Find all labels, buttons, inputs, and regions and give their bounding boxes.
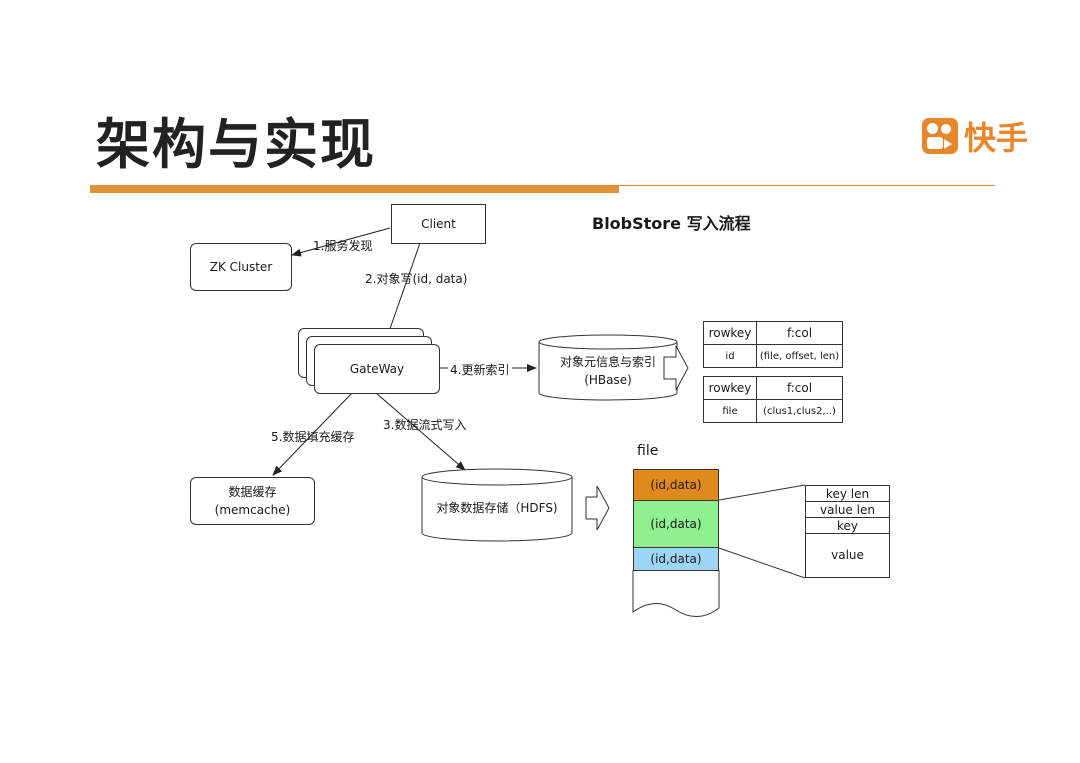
edge-label-stream: 3.数据流式写入 xyxy=(383,418,467,432)
record-key: key xyxy=(805,517,890,534)
table-header-cell: rowkey xyxy=(703,321,757,345)
table-cell: id xyxy=(703,344,757,368)
edge-write xyxy=(384,242,421,344)
title-underline-thin xyxy=(619,185,995,186)
file-label: file xyxy=(637,443,659,459)
edge-fill xyxy=(272,392,353,476)
zoom-line-top xyxy=(718,484,806,501)
file-segment-2: (id,data) xyxy=(633,500,719,548)
table-header-cell: rowkey xyxy=(703,376,757,400)
hdfs-cylinder xyxy=(421,468,573,542)
edge-label-write: 2.对象写(id, data) xyxy=(365,272,468,286)
table-header-cell: f:col xyxy=(756,376,843,400)
index-table-id: rowkey f:col id (file, offset, len) xyxy=(703,321,843,368)
kuaishou-logo: 快手 xyxy=(922,118,1028,157)
gateway-box: GateWay xyxy=(314,344,440,394)
hbase-cylinder xyxy=(538,334,678,401)
file-torn-bottom xyxy=(632,570,720,617)
edge-label-discover: 1.服务发现 xyxy=(313,239,373,253)
memcache-box: 数据缓存 (memcache) xyxy=(190,477,315,525)
record-key-len: key len xyxy=(805,485,890,502)
title-underline-bar xyxy=(90,185,619,193)
kuaishou-logo-icon xyxy=(922,118,958,154)
zk-cluster-label: ZK Cluster xyxy=(209,260,273,274)
file-segment-3: (id,data) xyxy=(633,547,719,571)
record-value-len: value len xyxy=(805,501,890,518)
table-cell: (file, offset, len) xyxy=(756,344,843,368)
client-box: Client xyxy=(391,204,486,244)
edge-discover xyxy=(291,227,391,257)
memcache-label-line2: (memcache) xyxy=(214,503,291,517)
record-value: value xyxy=(805,533,890,578)
file-segment-1: (id,data) xyxy=(633,469,719,501)
table-cell: file xyxy=(703,399,757,423)
edge-label-fill: 5.数据填充缓存 xyxy=(271,430,355,444)
diagram-title: BlobStore 写入流程 xyxy=(592,214,751,233)
table-cell: (clus1,clus2,..) xyxy=(756,399,843,423)
logo-text: 快手 xyxy=(964,119,1029,157)
hollow-arrow-hbase xyxy=(663,345,689,391)
gateway-label: GateWay xyxy=(349,362,405,376)
edge-label-index: 4.更新索引 xyxy=(450,363,510,377)
page-title: 架构与实现 xyxy=(96,113,376,176)
hbase-label: 对象元信息与索引 (HBase) xyxy=(559,355,656,387)
zoom-line-bottom xyxy=(718,547,806,579)
memcache-label-line1: 数据缓存 xyxy=(228,485,277,499)
edge-stream xyxy=(375,392,466,471)
index-table-file: rowkey f:col file (clus1,clus2,..) xyxy=(703,376,843,423)
table-header-cell: f:col xyxy=(756,321,843,345)
zk-cluster-box: ZK Cluster xyxy=(190,243,292,291)
hdfs-label: 对象数据存储（HDFS) xyxy=(436,501,558,515)
client-label: Client xyxy=(421,217,456,231)
hollow-arrow-hdfs xyxy=(585,485,610,531)
